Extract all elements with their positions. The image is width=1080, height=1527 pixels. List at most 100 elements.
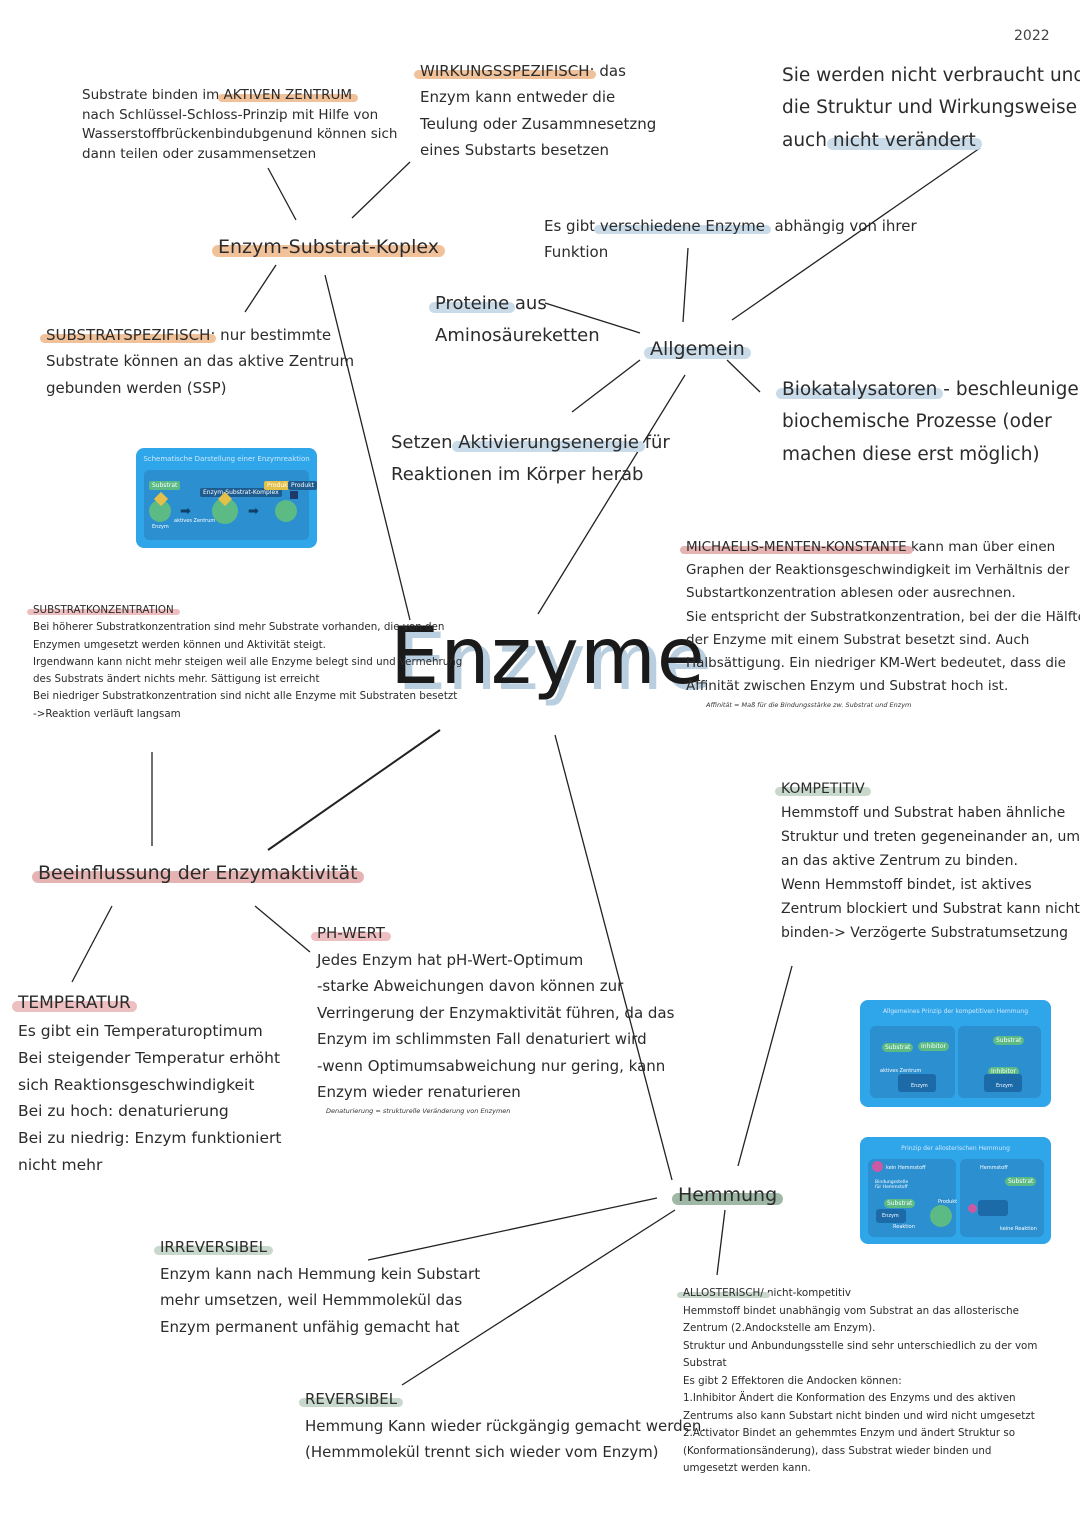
ph-wert-line6: Enzym wieder renaturieren: [317, 1083, 521, 1102]
verschiedene-highlight: verschiedene Enzyme: [599, 217, 765, 235]
nicht-verbraucht-text: Sie werden nicht verbraucht und die Stru…: [782, 60, 1080, 157]
allosterisch-line3: Struktur und Anbundungsstelle sind sehr …: [683, 1339, 1038, 1352]
allosterisch-card-hemmstoff: Hemmstoff: [980, 1165, 1008, 1171]
schema-komplex-tag: Enzym-Substrat-Komplex: [200, 488, 282, 497]
node-aktivitaet-label: Beeinflussung der Enzymaktivität: [38, 862, 358, 884]
allosterisch-title-suffix: nicht-kompetitiv: [763, 1287, 852, 1299]
allosterisch-line4: Substrat: [683, 1357, 727, 1369]
wirkungsspezifisch-title-suffix: : das: [589, 62, 626, 80]
irreversibel-line3: Enzym permanent unfähig gemacht hat: [160, 1317, 460, 1336]
wirkungsspezifisch-title: WIRKUNGSSPEZIFISCH: [420, 62, 590, 80]
michaelis-line3: Substartkonzentration ablesen oder ausre…: [686, 585, 1016, 602]
kompetitiv-title: KOMPETITIV: [781, 781, 865, 797]
substratspezifisch-line2: Substrate können an das aktive Zentrum: [46, 352, 355, 371]
line-hemmung-kompetitiv: [737, 965, 793, 1167]
kompetitiv-text: KOMPETITIV Hemmstoff und Substrat haben …: [781, 777, 1080, 946]
schema-enzymreaktion-card: Schematische Darstellung einer Enzymreak…: [136, 448, 317, 548]
biokatalysatoren-line2: biochemische Prozesse (oder: [782, 411, 1052, 433]
schema-produkt-shape: [290, 491, 298, 499]
line-center-hemmung: [554, 734, 673, 1181]
schema-produkt-tag-b: Produkt: [288, 481, 317, 490]
michaelis-line4: Sie entspricht der Substratkonzentration…: [686, 608, 1080, 625]
kompetitiv-line2: Struktur und treten gegeneinander an, um: [781, 829, 1080, 846]
ph-wert-note: Denaturierung = strukturelle Veränderung…: [326, 1107, 511, 1115]
line-allg-aktiv: [571, 359, 641, 413]
aktives-zentrum-line4: dann teilen oder zusammensetzen: [82, 145, 317, 162]
line-aktivitaet-ph: [254, 905, 311, 953]
proteine-line2: Aminosäureketten: [435, 324, 600, 346]
allosterisch-line9: (Konformationsänderung), dass Substrat w…: [683, 1444, 992, 1457]
kompetitiv-line3: an das aktive Zentrum zu binden.: [781, 853, 1018, 870]
aktivierung-post: für: [638, 432, 670, 453]
allosterisch-card-bindungsstelle: Bindungsstelle für Hemmstoff: [875, 1180, 909, 1191]
michaelis-title: MICHAELIS-MENTEN-KONSTANTE: [686, 539, 907, 555]
schema-enzym-label: Enzym: [152, 524, 169, 530]
reversibel-line2: (Hemmmolekül trennt sich wieder vom Enzy…: [305, 1443, 659, 1462]
aktivierung-pre: Setzen: [391, 432, 459, 453]
aktives-zentrum-line1-pre: Substrate binden im: [82, 87, 224, 103]
allosterisch-card-produkt-shape: [930, 1205, 952, 1227]
kompetitiv-card-inhibitor: Inhibitor: [918, 1042, 950, 1051]
substratspezifisch-suffix: : nur bestimmte: [210, 326, 332, 344]
irreversibel-text: IRREVERSIBEL Enzym kann nach Hemmung kei…: [160, 1234, 480, 1340]
node-komplex-label: Enzym-Substrat-Koplex: [218, 236, 439, 258]
kompetitiv-card-enzym-b: [984, 1074, 1022, 1092]
nicht-verbraucht-line2: die Struktur und Wirkungsweise: [782, 97, 1078, 119]
wirkungsspezifisch-text: WIRKUNGSSPEZIFISCH: das Enzym kann entwe…: [420, 58, 656, 163]
ph-wert-line2: -starke Abweichungen davon können zur: [317, 977, 624, 996]
verschiedene-pre: Es gibt: [544, 217, 600, 235]
arrow-right-icon-2: ➡: [248, 504, 259, 519]
biokatalysatoren-line3: machen diese erst möglich): [782, 443, 1040, 465]
irreversibel-title: IRREVERSIBEL: [160, 1238, 267, 1256]
allosterisch-text: ALLOSTERISCH/ nicht-kompetitiv Hemmstoff…: [683, 1285, 1037, 1478]
verschiedene-line2: Funktion: [544, 243, 609, 262]
temperatur-title: TEMPERATUR: [18, 993, 131, 1013]
michaelis-line7: Affinität zwischen Enzym und Substrat ho…: [686, 678, 1009, 695]
ph-wert-title: PH-WERT: [317, 924, 385, 942]
line-allg-proteine: [544, 302, 641, 334]
aktivierung-text: Setzen Aktivierungsenergie für Reaktione…: [391, 427, 670, 490]
nicht-verbraucht-line1: Sie werden nicht verbraucht und: [782, 65, 1080, 86]
allosterisch-card-reaktion: Reaktion: [893, 1224, 915, 1230]
ph-wert-line4: Enzym im schlimmsten Fall denaturiert wi…: [317, 1030, 647, 1049]
allosterisch-line8: 2.Activator Bindet an gehemmtes Enzym un…: [683, 1427, 1016, 1439]
node-hemmung: Hemmung: [678, 1182, 777, 1210]
line-hemmung-irrev: [367, 1197, 658, 1261]
allosterisch-line5: Es gibt 2 Effektoren die Andocken können…: [683, 1374, 902, 1387]
schema-aktives-zentrum-label: aktives Zentrum: [174, 518, 216, 524]
schema-card-title: Schematische Darstellung einer Enzymreak…: [143, 455, 310, 463]
line-allg-verschiedene: [682, 247, 689, 323]
center-title: Enzyme: [390, 612, 706, 702]
irreversibel-line2: mehr umsetzen, weil Hemmmolekül das: [160, 1291, 463, 1310]
schema-produkt-enzym-shape: [275, 500, 297, 522]
line-complex-wirkung: [351, 161, 411, 219]
verschiedene-enzyme-text: Es gibt verschiedene Enzyme, abhängig vo…: [544, 213, 917, 266]
proteine-highlight: Proteine: [435, 293, 510, 314]
aktivierung-highlight: Aktivierungsenergie: [458, 432, 639, 453]
michaelis-note: Affinität = Maß für die Bindungsstärke z…: [706, 701, 912, 709]
nicht-verbraucht-line3-pre: auch: [782, 129, 833, 151]
line-allg-bio: [726, 359, 761, 393]
aktives-zentrum-highlight: AKTIVEN ZENTRUM: [223, 87, 352, 103]
allosterisch-title: ALLOSTERISCH/: [683, 1287, 764, 1299]
wirkungsspezifisch-line3: Teulung oder Zusammnesetzng: [420, 114, 657, 133]
allosterisch-line10: umgesetzt werden kann.: [683, 1462, 811, 1474]
allosterisch-card-enzym: Enzym: [882, 1213, 899, 1219]
reversibel-line1: Hemmung Kann wieder rückgängig gemacht w…: [305, 1416, 707, 1435]
line-complex-substratspez: [244, 264, 277, 313]
temperatur-text: TEMPERATUR Es gibt ein Temperaturoptimum…: [18, 989, 281, 1178]
kompetitiv-card-enzym-a: [898, 1074, 936, 1092]
substratkonzentration-line5: Bei niedriger Substratkonzentration sind…: [33, 690, 458, 703]
wirkungsspezifisch-line2: Enzym kann entweder die: [420, 88, 616, 107]
verschiedene-post: , abhängig von ihrer: [765, 217, 917, 235]
line-aktivitaet-temp: [71, 905, 113, 983]
michaelis-menten-text: MICHAELIS-MENTEN-KONSTANTE kann man über…: [686, 536, 1080, 699]
kompetitiv-card-substrat: Substrat: [882, 1043, 914, 1052]
schema-substrat-tag: Substrat: [149, 481, 181, 490]
substratkonzentration-line6: ->Reaktion verläuft langsam: [33, 707, 181, 720]
michaelis-line5: der Enzyme mit einem Substrat besetzt si…: [686, 631, 1030, 648]
allosterisch-card-substrat: Substrat: [884, 1199, 916, 1208]
michaelis-line6: Halbsättigung. Ein niedriger KM-Wert bed…: [686, 655, 1066, 672]
kompetitiv-card-inhibitor-2: Inhibitor: [988, 1067, 1020, 1076]
